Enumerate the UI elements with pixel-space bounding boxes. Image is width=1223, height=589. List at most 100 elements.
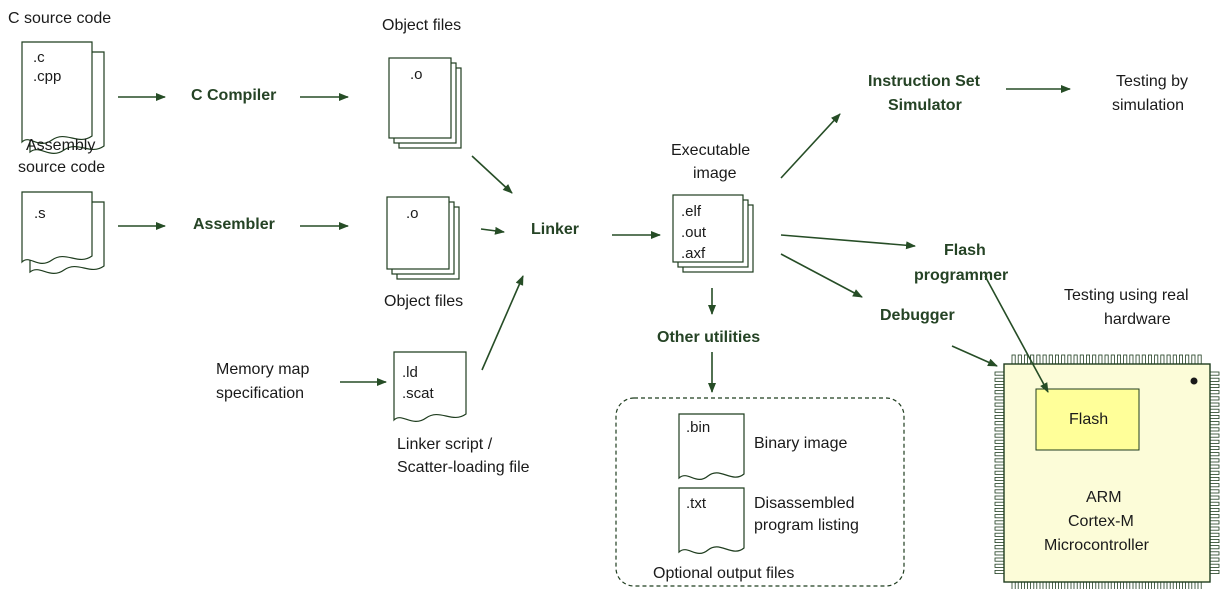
chip-pin	[1209, 421, 1220, 426]
flash-programmer-label-2: programmer	[914, 267, 1008, 284]
chip-pin	[1148, 581, 1153, 589]
chip-pin	[1067, 581, 1072, 589]
arrow-flash-programmer-to-chip	[984, 275, 1049, 393]
optional-output-label: Optional output files	[653, 565, 794, 582]
chip-pin	[1117, 581, 1122, 589]
s-ext: .s	[34, 205, 46, 222]
axf-ext: .axf	[681, 245, 706, 262]
chip-pin	[1209, 427, 1220, 432]
chip-pin	[1024, 581, 1029, 589]
chip-pin	[1160, 581, 1165, 589]
chip-pin	[1209, 545, 1220, 550]
chip-pin	[1154, 354, 1159, 365]
chip-pin	[1129, 354, 1134, 365]
chip-pin	[1209, 402, 1220, 407]
chip-pin	[1086, 354, 1091, 365]
chip-pin	[994, 563, 1005, 568]
txt-ext: .txt	[686, 495, 707, 512]
arrow-image-to-debugger	[780, 253, 863, 298]
chip-pin	[994, 383, 1005, 388]
chip-pin	[1209, 489, 1220, 494]
chip-pin	[1042, 354, 1047, 365]
elf-ext: .elf	[681, 203, 702, 220]
disassembled-label-2: program listing	[754, 517, 859, 534]
chip-pin	[1209, 464, 1220, 469]
exec-image-label-2: image	[693, 165, 737, 182]
linker-script-label-2: Scatter-loading file	[397, 459, 530, 476]
chip-pin	[1123, 581, 1128, 589]
chip-pin	[994, 520, 1005, 525]
flash-programmer-label-1: Flash	[944, 242, 986, 259]
chip-pin	[994, 464, 1005, 469]
chip-pin	[1209, 452, 1220, 457]
chip-pin	[1055, 581, 1060, 589]
ld-ext: .ld	[402, 364, 418, 381]
chip-pin	[1110, 354, 1115, 365]
c-source-label: C source code	[8, 10, 111, 27]
chip-pin	[994, 402, 1005, 407]
chip-pin	[994, 507, 1005, 512]
chip-label-2: Cortex-M	[1068, 513, 1134, 530]
chip-pin	[1098, 354, 1103, 365]
chip-pin	[994, 421, 1005, 426]
chip-pin	[1048, 354, 1053, 365]
chip-pin	[1036, 581, 1041, 589]
chip-pin	[1160, 354, 1165, 365]
chip-pin	[1017, 354, 1022, 365]
chip-pin	[1209, 408, 1220, 413]
executable-image-icon: .elf .out .axf	[672, 194, 754, 273]
chip-pin	[1209, 371, 1220, 376]
chip-pin	[1209, 532, 1220, 537]
chip-pin	[1172, 581, 1177, 589]
chip-pin	[1209, 414, 1220, 419]
chip-pin	[1067, 354, 1072, 365]
chip-pin	[1209, 551, 1220, 556]
chip-pin	[1048, 581, 1053, 589]
chip-pin	[1135, 354, 1140, 365]
chip-pin	[1209, 377, 1220, 382]
chip-pin	[1110, 581, 1115, 589]
chip-pin	[994, 526, 1005, 531]
chip-pin	[1191, 581, 1196, 589]
chip-pin	[1209, 439, 1220, 444]
linker-script-label-1: Linker script /	[397, 436, 493, 453]
chip-pin	[1036, 354, 1041, 365]
chip-pin	[1073, 581, 1078, 589]
chip-pin	[1092, 354, 1097, 365]
object-file-mid-icon: .o	[386, 196, 460, 280]
arrow-image-to-flash-programmer	[780, 234, 916, 250]
chip-pin	[1197, 354, 1202, 365]
chip-pin	[994, 532, 1005, 537]
bin-ext: .bin	[686, 419, 710, 436]
scat-ext: .scat	[402, 385, 435, 402]
chip-pin	[1209, 483, 1220, 488]
chip-pin	[1017, 581, 1022, 589]
object-files-top-label: Object files	[382, 17, 461, 34]
linker-script-doc-icon: .ld .scat	[393, 351, 467, 423]
chip-pin	[1079, 581, 1084, 589]
chip-pin	[1209, 563, 1220, 568]
chip-pin	[994, 557, 1005, 562]
chip-pin	[1073, 354, 1078, 365]
chip-pin	[1209, 396, 1220, 401]
exec-image-label-1: Executable	[671, 142, 750, 159]
chip-pin	[994, 433, 1005, 438]
chip-pin	[994, 377, 1005, 382]
chip-pin	[1061, 354, 1066, 365]
cpp-ext: .cpp	[33, 68, 61, 85]
chip-pin	[1209, 470, 1220, 475]
chip-pin	[1209, 507, 1220, 512]
chip-pin	[1141, 354, 1146, 365]
asm-source-doc-icon: .s	[21, 191, 105, 275]
chip-pin	[994, 439, 1005, 444]
arrow-image-to-iss	[780, 113, 841, 179]
chip-pin	[1185, 354, 1190, 365]
binary-image-label: Binary image	[754, 435, 847, 452]
chip-pin	[1209, 476, 1220, 481]
chip-pin	[1209, 514, 1220, 519]
optional-outputs-box	[615, 397, 905, 587]
chip-pin	[1197, 581, 1202, 589]
chip-flash-label: Flash	[1069, 411, 1108, 428]
chip-pin	[1209, 433, 1220, 438]
